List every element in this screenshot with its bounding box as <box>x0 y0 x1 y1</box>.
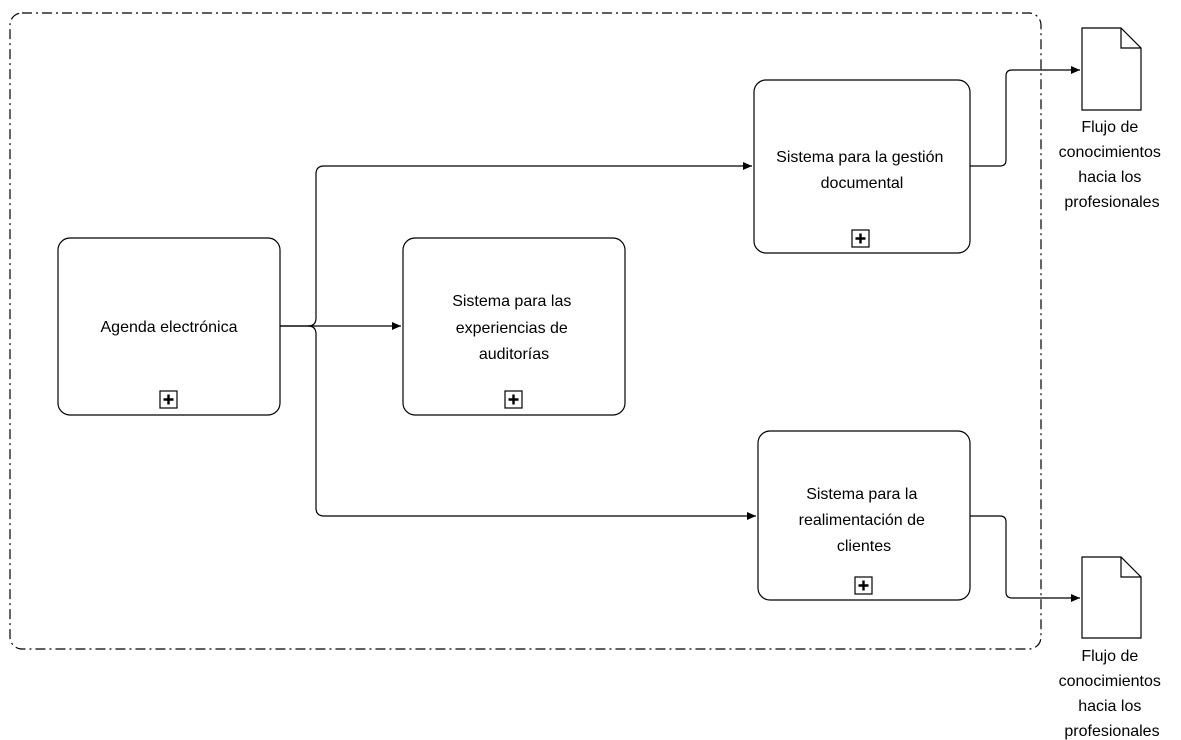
output-label: Flujo de conocimientos hacia los profesi… <box>1059 119 1166 211</box>
output-label: Flujo de conocimientos hacia los profesi… <box>1059 648 1166 740</box>
task-label-line: experiencias de <box>456 320 568 337</box>
plus-icon[interactable] <box>851 229 870 248</box>
output-label-line: Flujo de <box>1081 648 1138 665</box>
output-label-line: hacia los <box>1078 698 1141 715</box>
output-label-line: conocimientos <box>1059 673 1161 690</box>
output-label-line: profesionales <box>1064 194 1159 211</box>
task-label-line: realimentación de <box>799 512 925 529</box>
task-label-line: documental <box>821 175 904 192</box>
connector-realimentacion-to-output-bottom <box>970 515 1080 602</box>
output-label-line: conocimientos <box>1059 144 1161 161</box>
output-document-bottom[interactable]: Flujo de conocimientos hacia los profesi… <box>1059 556 1166 740</box>
connector-gestion-to-output-top <box>970 66 1080 167</box>
task-label-line: Sistema para la gestión <box>776 149 943 166</box>
output-document-top[interactable]: Flujo de conocimientos hacia los profesi… <box>1059 27 1166 211</box>
task-realimentacion-clientes[interactable]: Sistema para la realimentación de client… <box>757 430 971 601</box>
task-label-line: clientes <box>837 538 891 555</box>
task-label-line: Sistema para las <box>452 293 571 310</box>
task-label-line: Sistema para la <box>806 486 917 503</box>
group-boundary <box>9 12 1042 650</box>
document-icon <box>1081 27 1142 111</box>
output-label-line: profesionales <box>1064 723 1159 740</box>
output-label-line: hacia los <box>1078 169 1141 186</box>
task-experiencias-auditorias[interactable]: Sistema para las experiencias de auditor… <box>402 237 626 416</box>
task-agenda-electronica[interactable]: Agenda electrónica <box>57 237 281 416</box>
task-label: Agenda electrónica <box>101 319 238 336</box>
task-gestion-documental[interactable]: Sistema para la gestión documental <box>753 79 971 254</box>
plus-icon[interactable] <box>159 390 178 409</box>
connector-agenda-to-realimentacion <box>307 325 756 520</box>
plus-icon[interactable] <box>854 576 873 595</box>
task-label: Sistema para las experiencias de auditor… <box>452 293 576 363</box>
task-label-line: Agenda electrónica <box>101 319 238 336</box>
plus-icon[interactable] <box>504 390 523 409</box>
task-label-line: auditorías <box>479 346 549 363</box>
task-label: Sistema para la realimentación de client… <box>799 486 930 555</box>
output-label-line: Flujo de <box>1081 119 1138 136</box>
document-icon <box>1081 556 1142 639</box>
task-label: Sistema para la gestión documental <box>776 149 948 192</box>
